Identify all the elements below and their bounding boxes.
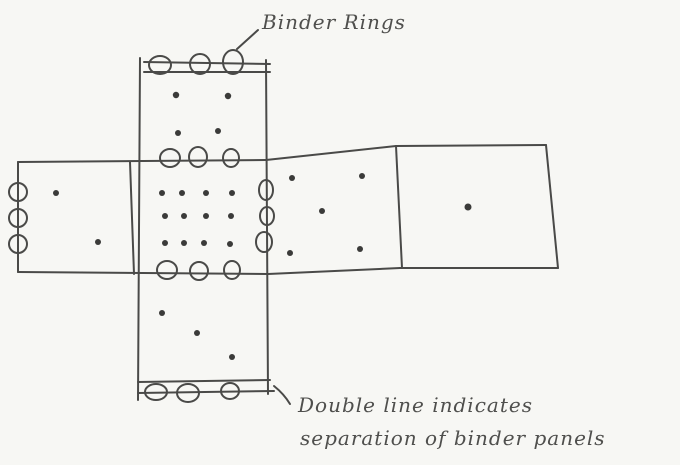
top-label-leader bbox=[236, 29, 259, 50]
left-panel bbox=[8, 182, 101, 254]
right-panel-2 bbox=[464, 203, 472, 211]
center-panel bbox=[156, 146, 275, 281]
bottom-panel bbox=[137, 310, 275, 403]
center-top-rings bbox=[159, 146, 240, 168]
bottom-label-leader bbox=[273, 385, 291, 405]
top-panel bbox=[137, 49, 271, 401]
left-binder-rings bbox=[8, 182, 28, 254]
top-panel-pips bbox=[172, 91, 232, 136]
double-line-note-line-2: separation of binder panels bbox=[300, 426, 606, 450]
bottom-binder-rings bbox=[144, 382, 240, 403]
center-right-rings bbox=[255, 179, 275, 253]
center-bottom-rings bbox=[156, 260, 241, 281]
right-panel-1 bbox=[287, 173, 365, 256]
top-binder-rings bbox=[148, 49, 244, 75]
binder-rings-label: Binder Rings bbox=[262, 10, 406, 34]
double-line-note-line-1: Double line indicates bbox=[298, 393, 533, 417]
